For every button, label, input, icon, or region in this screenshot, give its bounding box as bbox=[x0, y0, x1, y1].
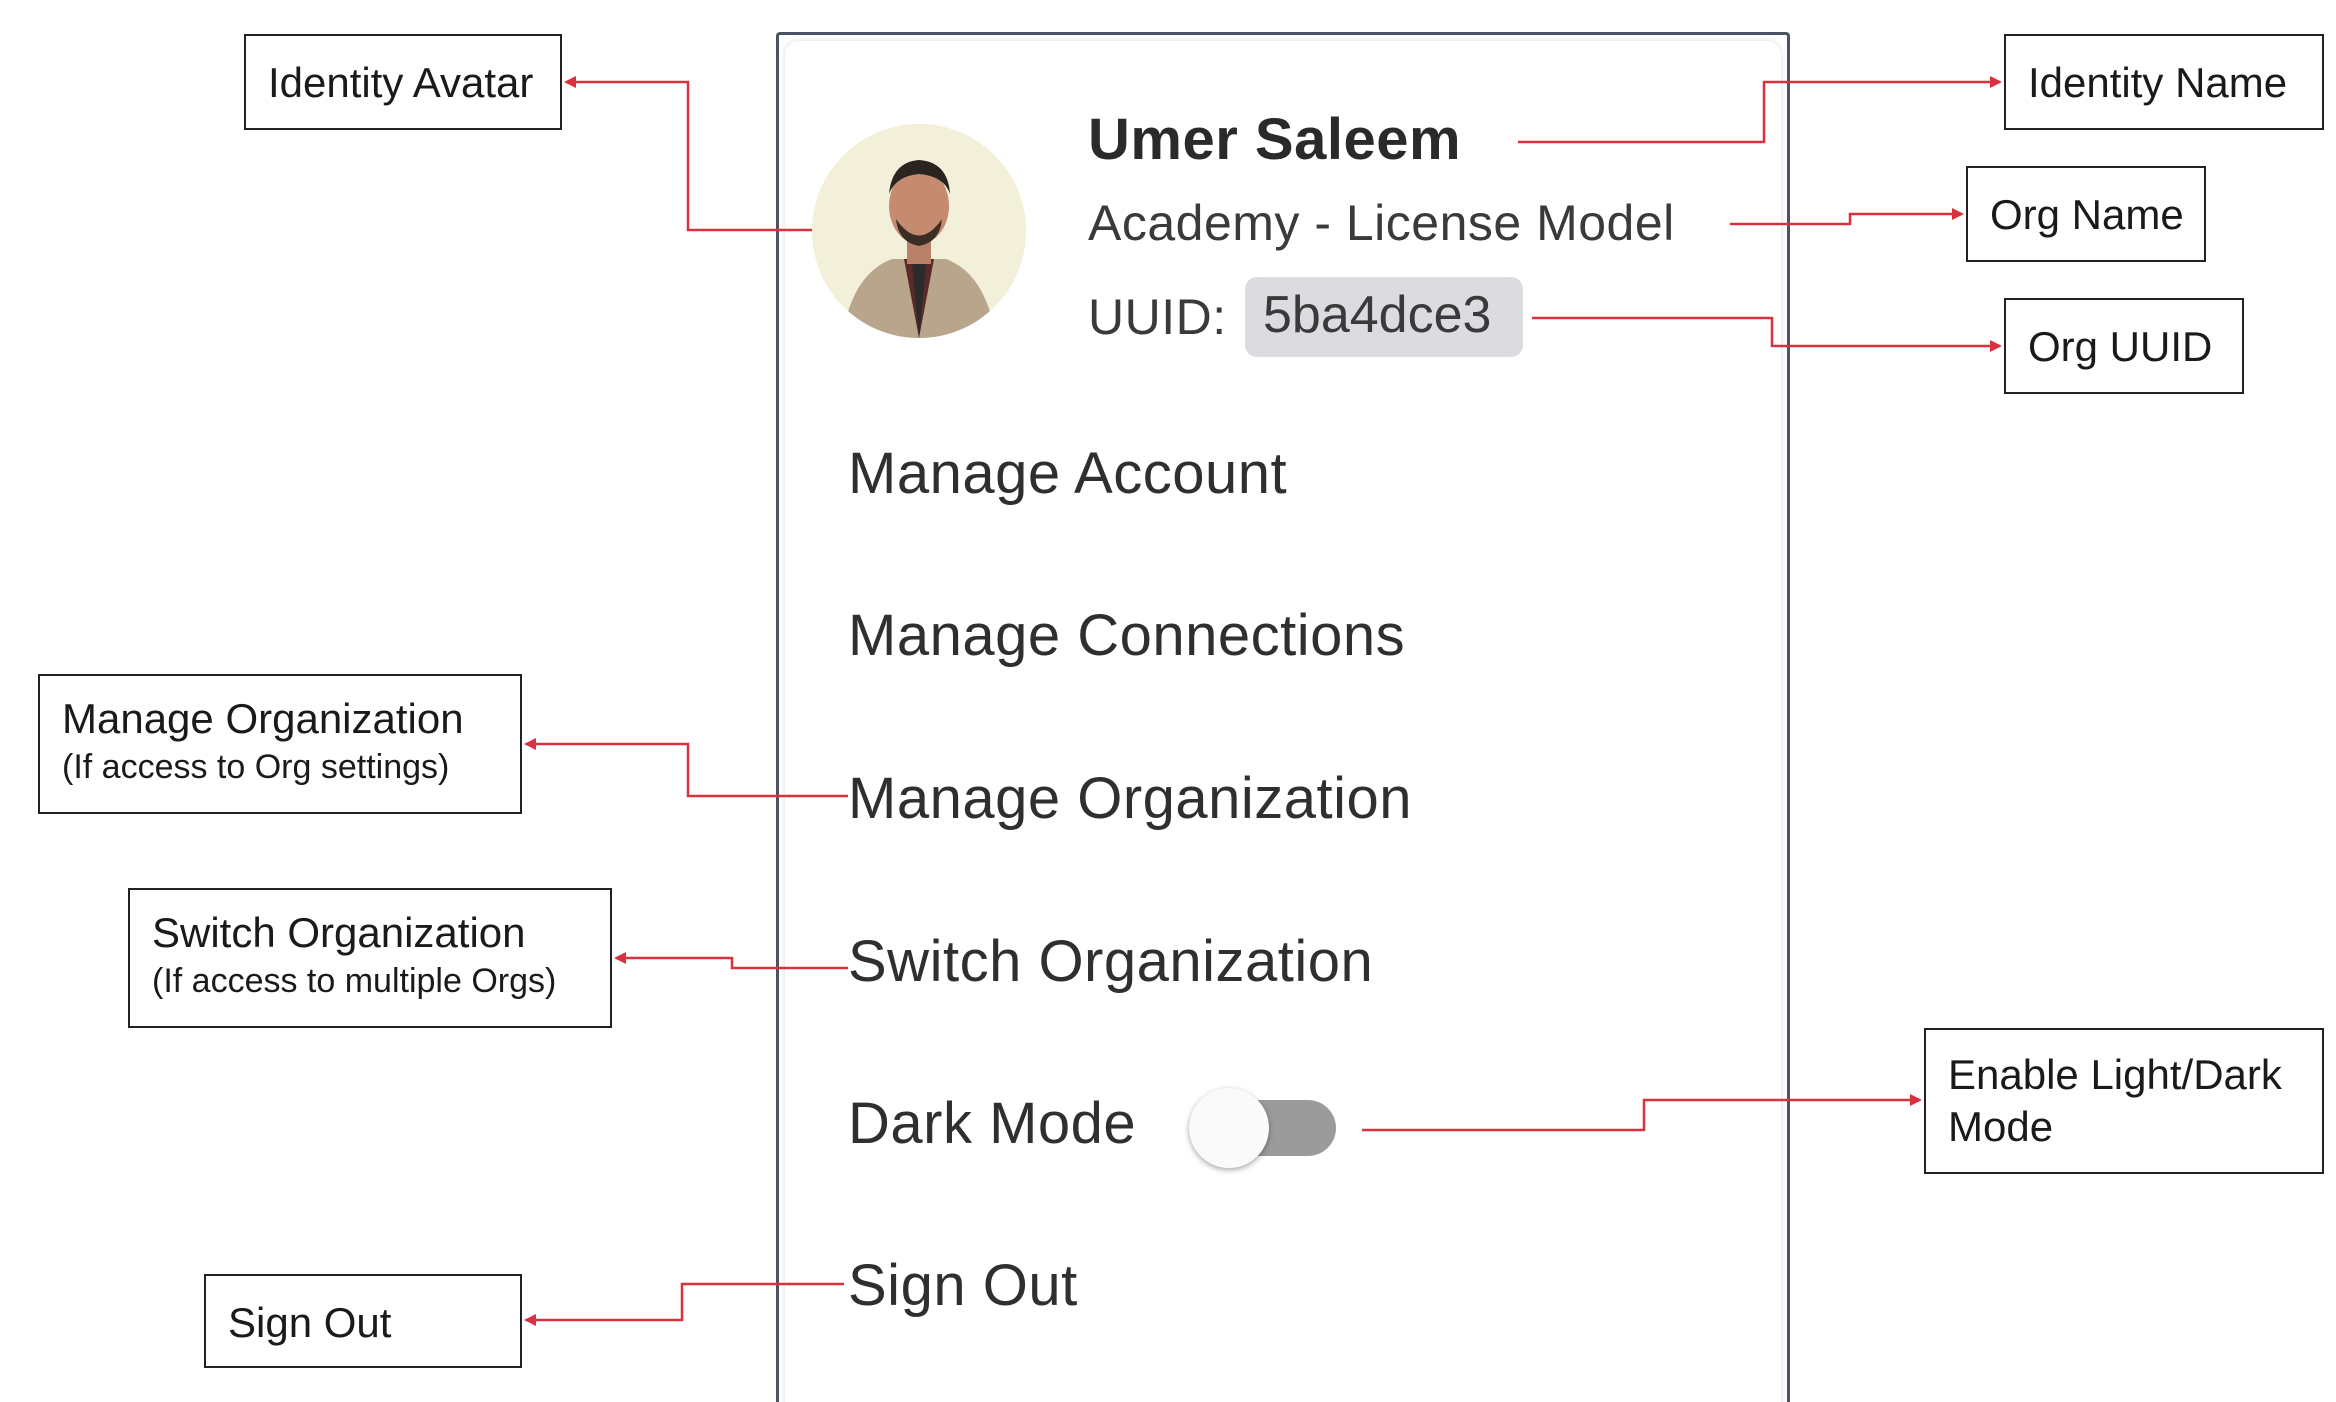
dark-mode-label: Dark Mode bbox=[848, 1091, 1137, 1156]
org-name-connector bbox=[1730, 208, 1964, 226]
annotation-identity-avatar-text: Identity Avatar bbox=[268, 59, 534, 106]
sign-out-connector bbox=[524, 1282, 844, 1326]
annotation-identity-avatar: Identity Avatar bbox=[244, 34, 562, 130]
switch-organization-connector bbox=[614, 952, 848, 970]
annotation-org-name: Org Name bbox=[1966, 166, 2206, 262]
identity-name: Umer Saleem bbox=[1088, 107, 1462, 172]
annotation-switch-organization: Switch Organization (If access to multip… bbox=[128, 888, 612, 1028]
uuid-value: 5ba4dce3 bbox=[1263, 286, 1492, 344]
identity-name-connector bbox=[1518, 76, 2002, 144]
dark-mode-connector bbox=[1362, 1094, 1922, 1132]
annotation-identity-name-text: Identity Name bbox=[2028, 59, 2288, 106]
annotation-switch-organization-title: Switch Organization bbox=[152, 909, 526, 956]
annotation-manage-organization-title: Manage Organization bbox=[62, 695, 464, 742]
annotation-switch-organization-note: (If access to multiple Orgs) bbox=[152, 962, 557, 1000]
org-name: Academy - License Model bbox=[1088, 195, 1675, 251]
uuid-chip[interactable]: 5ba4dce3 bbox=[1245, 277, 1523, 357]
annotation-identity-name: Identity Name bbox=[2004, 34, 2324, 130]
switch-organization-item[interactable]: Switch Organization bbox=[848, 929, 1374, 994]
org-uuid-connector bbox=[1532, 316, 2002, 352]
manage-account-item[interactable]: Manage Account bbox=[848, 441, 1288, 506]
annotation-org-uuid: Org UUID bbox=[2004, 298, 2244, 394]
annotation-org-name-text: Org Name bbox=[1990, 191, 2184, 238]
annotation-sign-out: Sign Out bbox=[204, 1274, 522, 1368]
annotation-manage-organization: Manage Organization (If access to Org se… bbox=[38, 674, 522, 814]
uuid-label: UUID: bbox=[1088, 289, 1227, 345]
annotation-light-dark-line2: Mode bbox=[1948, 1103, 2054, 1150]
manage-organization-connector bbox=[524, 738, 848, 798]
avatar-connector bbox=[564, 76, 812, 232]
annotation-manage-organization-note: (If access to Org settings) bbox=[62, 748, 450, 786]
annotation-light-dark-line1: Enable Light/Dark bbox=[1948, 1051, 2282, 1098]
identity-avatar[interactable] bbox=[812, 124, 1026, 338]
annotation-light-dark-mode: Enable Light/Dark Mode bbox=[1924, 1028, 2324, 1174]
person-photo-icon bbox=[812, 124, 1026, 338]
sign-out-item[interactable]: Sign Out bbox=[848, 1253, 1078, 1318]
annotation-org-uuid-text: Org UUID bbox=[2028, 323, 2213, 370]
manage-connections-item[interactable]: Manage Connections bbox=[848, 603, 1406, 668]
manage-organization-item[interactable]: Manage Organization bbox=[848, 766, 1413, 831]
dark-mode-toggle-knob[interactable] bbox=[1189, 1088, 1269, 1168]
annotation-sign-out-text: Sign Out bbox=[228, 1299, 392, 1346]
